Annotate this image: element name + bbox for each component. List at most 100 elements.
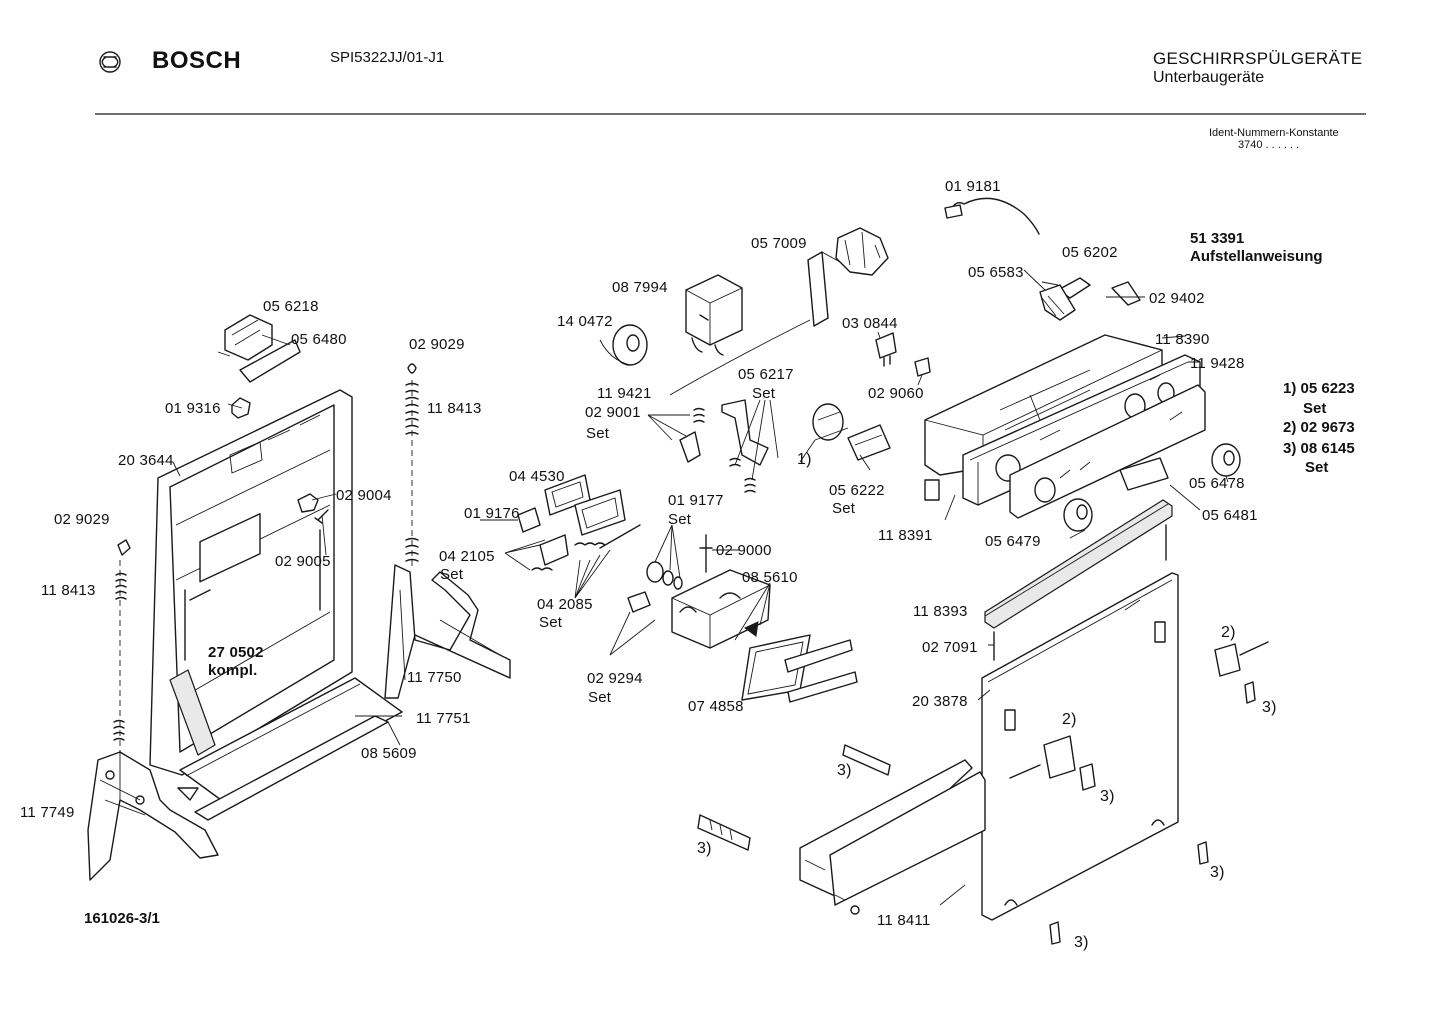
part-label: 11 8393 [913,603,968,620]
part-label: 11 8411 [877,912,931,929]
part-label: 02 9402 [1149,290,1205,307]
note-2: 2) 02 9673 [1283,419,1355,436]
part-label: 05 6480 [291,331,347,348]
part-label: 01 9181 [945,178,1001,195]
part-label: 11 8413 [41,582,96,599]
part-label: 11 8391 [878,527,933,544]
part-label: 11 7749 [20,804,75,821]
hinge-bracket-part [385,565,510,698]
model-number: SPI5322JJ/01-J1 [330,49,445,66]
part-label: Set [668,511,692,528]
spring-set-part [648,409,704,463]
document-number: 161026-3/1 [84,910,160,927]
part-label: 11 8413 [427,400,482,417]
part-label: Set [832,500,856,517]
category-subtitle: Unterbaugeräte [1153,69,1265,86]
part-label: 05 7009 [751,235,807,252]
ident-value: 3740 . . . . . . [1238,139,1300,151]
dispenser-body-part [610,570,770,655]
part-label: 01 9316 [165,400,221,417]
part-label: 05 6218 [263,298,319,315]
panel-cover-part [1010,385,1205,518]
part-label: 11 7750 [407,669,462,686]
outer-door-panel-part [982,573,1178,920]
part-label: 08 5609 [361,745,417,762]
bosch-logo-icon [100,52,120,72]
part-label: 05 6479 [985,533,1041,550]
valve-parts [647,525,740,589]
door-hinge-part [88,752,218,880]
part-label: 02 7091 [922,639,978,656]
door-latch-part [218,315,300,418]
cable-part [945,198,1039,234]
part-label: 01 9176 [464,505,520,522]
footnote-ref: 3) [837,762,852,779]
category-title: GESCHIRRSPÜLGERÄTE [1153,49,1363,68]
door-base-cover-part [800,760,985,914]
note-3: 3) 08 6145 [1283,440,1355,457]
footnote-ref: 3) [1262,699,1277,716]
part-label: 05 6583 [968,264,1024,281]
part-label: 05 6202 [1062,244,1118,261]
part-label: Set [752,385,776,402]
part-label: 05 6222 [829,482,885,499]
part-label: 27 0502 [208,644,264,661]
part-label: 07 4858 [688,698,744,715]
part-label: 11 7751 [416,710,471,727]
part-label: 02 9029 [409,336,465,353]
part-label: 04 2105 [439,548,495,565]
part-label: 01 9177 [668,492,724,509]
part-label: 08 5610 [742,569,798,586]
panel-strip-part [985,500,1172,660]
dispenser-lever-part [722,400,778,492]
part-label: 05 6478 [1189,475,1245,492]
part-label: 14 0472 [557,313,613,330]
note-1-set: Set [1303,400,1327,417]
part-label: 02 9000 [716,542,772,559]
part-label: kompl. [208,662,258,679]
manual-title: Aufstellanweisung [1190,248,1323,265]
part-label: 03 0844 [842,315,898,332]
leader-lines-right [822,252,1228,905]
footnote-ref: 2) [1062,711,1077,728]
part-label: Set [588,689,612,706]
part-label: 02 9294 [587,670,643,687]
switch-part [876,333,930,376]
footnote-ref: 3) [697,840,712,857]
part-label: 20 3878 [912,693,968,710]
ident-label: Ident-Nummern-Konstante [1209,127,1339,139]
brand-name: BOSCH [152,47,242,74]
leader-lines-left [173,335,402,745]
door-small-parts [298,494,328,523]
part-label: Set [586,425,610,442]
door-switch-part [1040,278,1140,320]
dispenser-gasket-part [742,635,857,702]
timer-part [686,275,742,355]
part-label: 11 8390 [1155,331,1210,348]
dispenser-seals-part [480,475,640,598]
inner-door-frame-part [150,390,352,775]
part-label: 11 9428 [1190,355,1245,372]
footnote-ref: 3) [1074,934,1089,951]
note-1: 1) 05 6223 [1283,380,1355,397]
note-3-set: Set [1305,459,1329,476]
timer-knob-part [600,325,647,365]
part-label: 08 7994 [612,279,668,296]
part-label: 20 3644 [118,452,174,469]
part-label: 02 9001 [585,404,641,421]
part-label: 02 9005 [275,553,331,570]
footnote-ref: 3) [1100,788,1115,805]
part-label: 02 9004 [336,487,392,504]
manual-number: 51 3391 [1190,230,1245,247]
sensor-set-part [800,404,890,470]
clip-parts [698,642,1268,944]
door-springs-part [114,364,418,760]
part-label: 02 9029 [54,511,110,528]
part-label: 04 2085 [537,596,593,613]
part-label: 05 6481 [1202,507,1258,524]
footnote-ref: 3) [1210,864,1225,881]
part-label: Set [539,614,563,631]
footnote-ref: 1) [797,451,812,468]
switch-actuator-part [670,228,888,395]
